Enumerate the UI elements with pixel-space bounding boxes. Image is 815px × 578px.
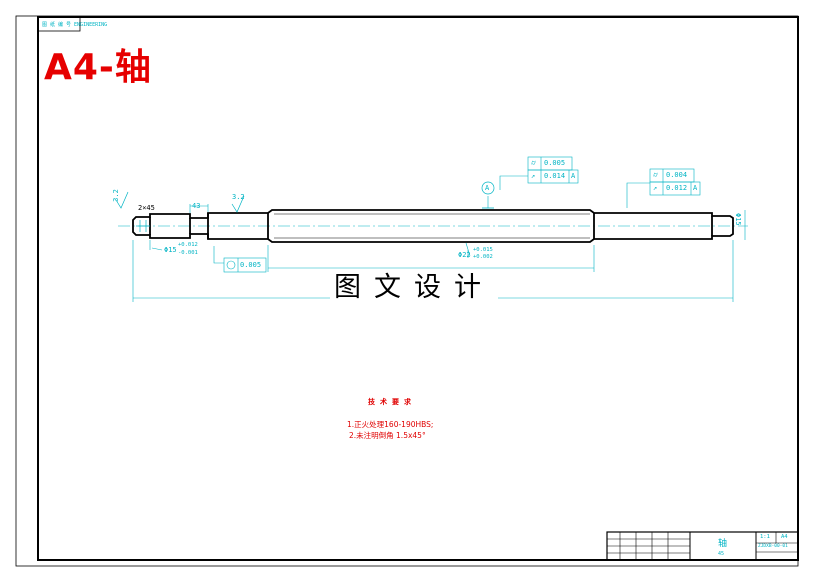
datum-circle [481, 181, 495, 195]
tech-requirements-title: 技术要求 [368, 398, 416, 406]
gdt-symbol-top-1: ⌭ [531, 159, 537, 167]
title-block [606, 531, 799, 561]
roughness-symbol-left [115, 191, 129, 209]
tol-left-value: 0.005 [240, 261, 262, 269]
title-block-material: 45 [718, 551, 725, 557]
roughness-mid-value: 3.2 [232, 193, 245, 201]
dia-left-label: Φ15 [164, 246, 177, 254]
dia-right-label: Φ15 [734, 213, 742, 226]
datum-label: A [485, 184, 490, 192]
tol-right-row2-value: 0.012 [666, 184, 688, 192]
gdt-symbol-top-2: ↗ [531, 172, 536, 180]
tol-right-row1-value: 0.004 [666, 171, 688, 179]
title-block-sheet-size: A4 [781, 534, 788, 540]
dia-left-tol-lower: -0.001 [178, 250, 198, 256]
tolerance-frame-right [649, 168, 701, 196]
dia-left-tol-upper: +0.012 [178, 242, 198, 248]
sheet-title: A4-轴 [44, 47, 152, 88]
shaft-inner-lines [274, 213, 590, 239]
tolerance-frame-left [223, 257, 267, 273]
corner-tag-box [37, 16, 81, 32]
tol-right-row2-datum: A [693, 184, 698, 192]
tech-requirement-2: 2.未注明倒角 1.5x45° [349, 431, 426, 440]
tolerance-frame-top [527, 156, 579, 184]
title-block-scale: 1:1 [760, 534, 770, 540]
tol-top-row2-value: 0.014 [544, 172, 566, 180]
corner-tag: 图 纸 编 号 ENGINEERING [42, 22, 108, 28]
tech-requirement-1: 1.正火处理160-190HBS; [347, 420, 434, 429]
roughness-symbol-mid [231, 195, 245, 213]
title-block-part-name: 轴 [718, 539, 728, 549]
dia-mid-tol-upper: +0.015 [473, 247, 493, 253]
gdt-symbol-right-1: ⌭ [653, 171, 659, 179]
title-block-drawing-no: ZJDXB-00-01 [758, 544, 788, 549]
inner-border [37, 16, 799, 561]
length-dimension: 43 [192, 202, 201, 210]
keyway-left [136, 220, 150, 232]
shaft [132, 209, 734, 243]
gdt-symbol-right-2: ↗ [653, 184, 658, 192]
dia-mid-label: Φ22 [458, 251, 471, 259]
dia-mid-tol-lower: +0.002 [473, 254, 493, 260]
watermark: 图文设计 [330, 274, 498, 301]
tol-top-row2-datum: A [571, 172, 576, 180]
roughness-left-value: 3.2 [111, 189, 120, 202]
chamfer-dimension: 2×45 [138, 204, 155, 212]
tol-top-row1-value: 0.005 [544, 159, 566, 167]
